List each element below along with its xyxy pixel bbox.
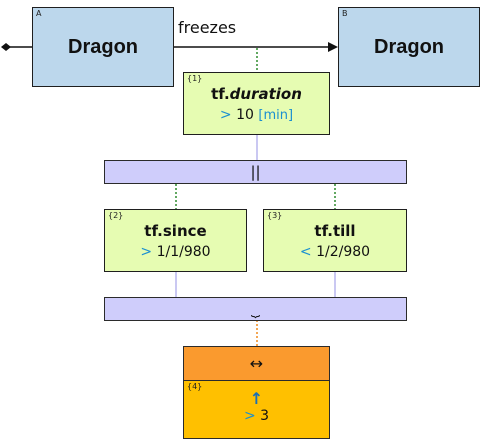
since-expression: > 1/1/980 [105, 244, 246, 260]
since-corner-label: {2} [108, 211, 124, 220]
result-body[interactable]: {4} ↑ > 3 [183, 381, 330, 439]
parallel-operator-bar[interactable]: || [104, 160, 407, 184]
entity-a-corner-label: A [36, 9, 42, 18]
till-value: 1/2/980 [316, 244, 371, 260]
result-operator: > [243, 408, 256, 424]
till-expression: < 1/2/980 [264, 244, 406, 260]
entity-a-name: Dragon [68, 35, 138, 58]
result-value: 3 [260, 408, 270, 424]
duration-expression: > 10 [min] [184, 107, 329, 123]
duration-operator: > [219, 107, 232, 123]
duration-prefix: tf. [211, 85, 230, 103]
result-header[interactable]: ↔ [183, 346, 330, 381]
till-corner-label: {3} [267, 211, 283, 220]
duration-corner-label: {1} [187, 74, 203, 83]
till-operator: < [299, 244, 312, 260]
brace-operator-bar[interactable]: ⏟ [104, 297, 407, 321]
till-condition-box[interactable]: {3} tf.till < 1/2/980 [263, 209, 407, 272]
relation-label: freezes [178, 18, 237, 37]
brace-symbol: ⏟ [250, 300, 260, 318]
since-operator: > [140, 244, 153, 260]
entity-a-box[interactable]: A Dragon [32, 7, 174, 87]
relation-arrowhead [328, 42, 338, 52]
diamond-marker [1, 43, 11, 51]
till-title: tf.till [314, 222, 356, 240]
result-up-arrow-icon: ↑ [249, 389, 264, 408]
parallel-symbol: || [250, 163, 261, 181]
since-value: 1/1/980 [156, 244, 211, 260]
duration-unit: [min] [258, 108, 294, 123]
entity-b-name: Dragon [374, 35, 444, 58]
result-double-arrow-icon: ↔ [249, 354, 264, 373]
entity-b-corner-label: B [342, 9, 348, 18]
since-title: tf.since [144, 222, 207, 240]
duration-property: duration [229, 85, 302, 103]
duration-condition-box[interactable]: {1} tf.duration > 10 [min] [183, 72, 330, 135]
result-corner-label: {4} [187, 382, 203, 391]
duration-value: 10 [236, 107, 254, 123]
since-condition-box[interactable]: {2} tf.since > 1/1/980 [104, 209, 247, 272]
duration-title: tf.duration [184, 85, 329, 103]
entity-b-box[interactable]: B Dragon [338, 7, 480, 87]
result-expression: > 3 [184, 408, 329, 424]
